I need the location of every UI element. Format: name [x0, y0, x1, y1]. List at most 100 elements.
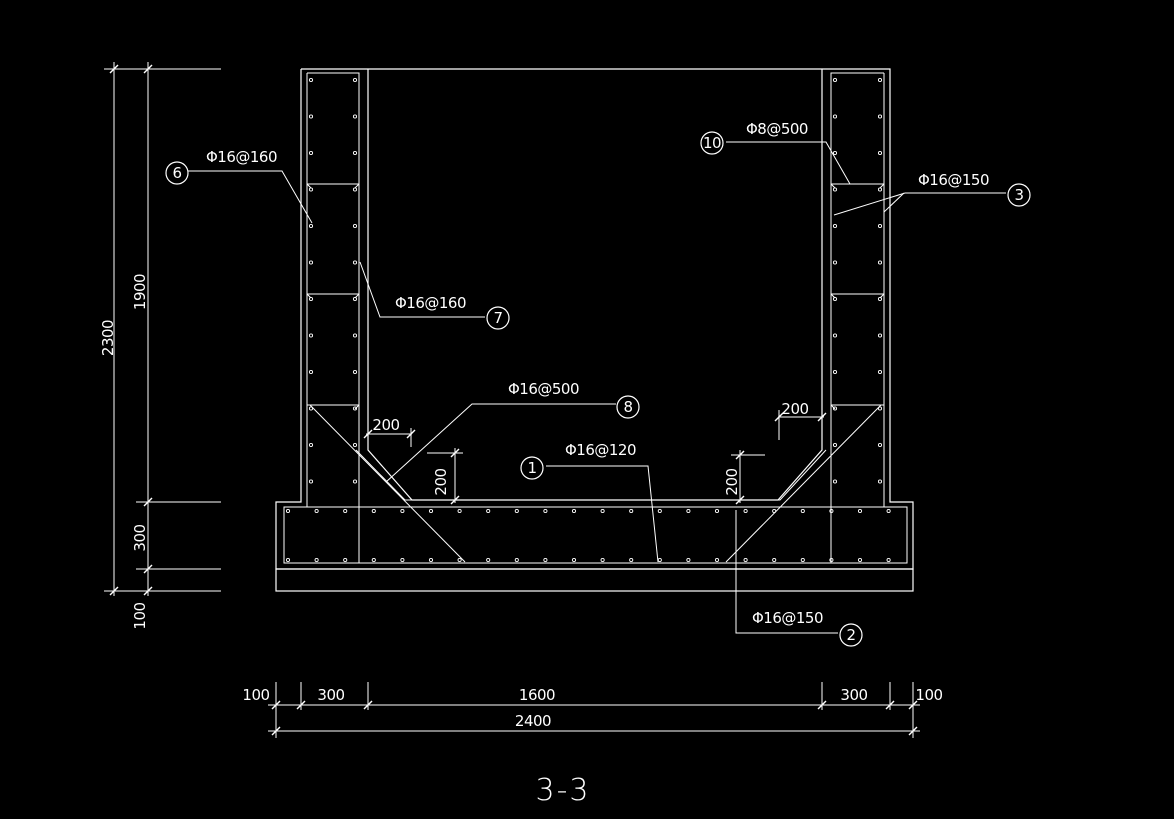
rebar-dot — [352, 260, 358, 265]
horizontal-dimensions: 100 300 1600 300 100 2400 — [242, 682, 943, 738]
rebar-dot — [514, 557, 519, 563]
rebar-dot — [886, 508, 891, 514]
rebar-dot — [486, 557, 491, 563]
rebar-dot — [352, 187, 358, 192]
dim-right-wall: 300 — [840, 686, 867, 704]
rebar-dot — [877, 150, 883, 156]
haunch-right-height: 200 — [723, 468, 741, 495]
dim-wall-height: 1900 — [131, 274, 149, 310]
rebar-dot — [800, 508, 805, 514]
rebar-dot — [352, 223, 358, 229]
rebar-dot — [832, 479, 838, 484]
rebar-dot — [877, 77, 883, 83]
rebar-dot — [543, 557, 548, 563]
rebar-dot — [857, 557, 863, 563]
callout-8-spec: Φ16@500 — [508, 380, 579, 398]
rebar-dot — [308, 223, 314, 229]
rebar-dot — [714, 557, 720, 563]
callout-1-number: 1 — [527, 459, 536, 477]
rebar-dot — [352, 150, 358, 156]
rebar-dot — [877, 187, 883, 192]
rebar-dot — [832, 223, 838, 229]
dim-total-height: 2300 — [99, 320, 117, 356]
rebar-dot — [832, 296, 838, 302]
rebar-dot — [308, 187, 314, 192]
rebar-dot — [629, 508, 634, 514]
rebar-dot — [352, 406, 358, 411]
rebar-dot — [832, 333, 838, 338]
channel-outline — [275, 68, 914, 592]
rebar-dot — [772, 557, 777, 563]
haunch-left-height: 200 — [432, 468, 450, 495]
rebar-dot — [600, 557, 605, 563]
rebar-dot — [308, 77, 314, 83]
haunch-dimensions: 200 200 200 200 — [363, 400, 827, 505]
dim-total-width: 2400 — [515, 712, 551, 730]
rebar-dot — [457, 557, 462, 563]
rebar-dot — [832, 442, 838, 448]
rebar-dot — [886, 557, 891, 563]
dim-slab-height: 300 — [131, 524, 149, 551]
callout-10: 10 Φ8@500 — [700, 120, 808, 155]
callout-3-spec: Φ16@150 — [918, 171, 989, 189]
callout-1-spec: Φ16@120 — [565, 441, 636, 459]
rebar-dot — [514, 508, 519, 514]
callout-8-number: 8 — [623, 398, 632, 416]
rebar-dot — [486, 508, 491, 514]
callout-7-number: 7 — [493, 309, 502, 327]
callout-8: 8 Φ16@500 — [508, 380, 640, 419]
section-title: 3-3 — [536, 773, 591, 808]
rebar-dot — [657, 508, 662, 514]
haunch-left-width: 200 — [372, 416, 399, 434]
rebar-dot — [829, 557, 834, 563]
reinforcement — [283, 72, 908, 564]
rebar-dot — [308, 150, 314, 156]
rebar-dot — [308, 296, 314, 302]
rebar-dot — [829, 508, 834, 514]
bedding-layer — [275, 568, 914, 592]
rebar-dot — [285, 508, 291, 514]
rebar-dot — [600, 508, 605, 514]
rebar-dot — [352, 333, 358, 338]
callout-7: 7 Φ16@160 — [395, 294, 510, 330]
rebar-dot — [832, 369, 838, 375]
rebar-dot — [877, 479, 883, 484]
rebar-dot — [352, 369, 358, 375]
rebar-dot — [877, 369, 883, 375]
rebar-dot — [428, 557, 434, 563]
rebar-dot — [428, 508, 434, 514]
rebar-dot — [352, 114, 358, 119]
rebar-dot — [457, 508, 462, 514]
rebar-dot — [877, 406, 883, 411]
callout-leaders — [188, 141, 1006, 634]
callout-10-spec: Φ8@500 — [746, 120, 808, 138]
rebar-dot — [629, 557, 634, 563]
dim-right-edge: 100 — [915, 686, 942, 704]
rebar-dot — [571, 508, 577, 514]
rebar-dot — [832, 77, 838, 83]
rebar-dot — [308, 114, 314, 119]
dim-bedding-height: 100 — [131, 602, 149, 629]
callout-6: 6 Φ16@160 — [165, 148, 278, 185]
callout-1: 1 Φ16@120 — [520, 441, 637, 480]
dim-clear-width: 1600 — [519, 686, 555, 704]
rebar-dot — [308, 369, 314, 375]
rebar-dot — [571, 557, 577, 563]
rebar-dot — [308, 260, 314, 265]
rebar-dot — [371, 508, 376, 514]
rebar-dot — [877, 260, 883, 265]
rebar-dot — [352, 479, 358, 484]
rebar-dot — [877, 442, 883, 448]
rebar-dot — [400, 557, 405, 563]
callout-2-number: 2 — [846, 626, 855, 644]
callout-6-number: 6 — [172, 164, 181, 182]
rebar-dot — [686, 508, 691, 514]
rebar-dot — [352, 77, 358, 83]
callout-7-spec: Φ16@160 — [395, 294, 466, 312]
rebar-dot — [832, 150, 838, 156]
rebar-dot — [714, 508, 720, 514]
rebar-dot — [832, 114, 838, 119]
rebar-dot — [308, 479, 314, 484]
rebar-dot — [343, 508, 348, 514]
